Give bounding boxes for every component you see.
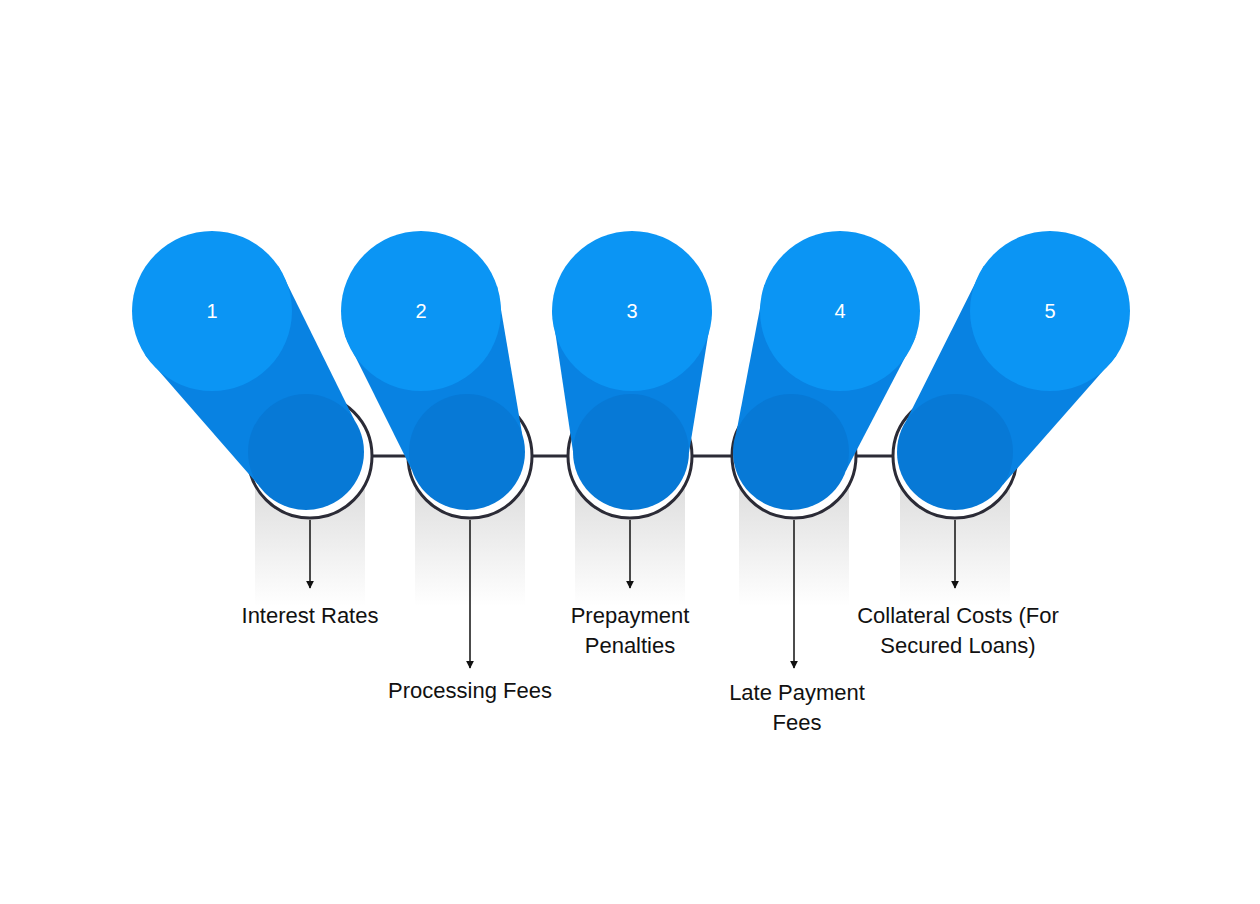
callout-number: 4 bbox=[834, 300, 845, 323]
leader-arrow bbox=[954, 520, 956, 588]
link-wire bbox=[532, 455, 568, 458]
cylinder-cap: 5 bbox=[970, 231, 1130, 391]
cylinder-cap: 2 bbox=[341, 231, 501, 391]
cylinder-end bbox=[733, 394, 849, 510]
cost-label: Processing Fees bbox=[350, 676, 590, 706]
link-wire bbox=[856, 455, 893, 458]
base-ring bbox=[248, 394, 372, 518]
cylinder-end bbox=[248, 394, 364, 510]
callout-number: 2 bbox=[415, 300, 426, 323]
cost-label: Prepayment Penalties bbox=[550, 601, 710, 661]
callout-number: 3 bbox=[626, 300, 637, 323]
callout-number: 1 bbox=[206, 300, 217, 323]
cylinder-end bbox=[409, 394, 525, 510]
cylinder-end bbox=[897, 394, 1013, 510]
cost-label: Late Payment Fees bbox=[707, 678, 887, 738]
cylinder-end bbox=[573, 394, 689, 510]
leader-arrow bbox=[309, 520, 311, 588]
link-wire bbox=[372, 455, 408, 458]
link-wire bbox=[692, 455, 732, 458]
leader-arrow bbox=[793, 520, 795, 668]
cylinder-cap: 3 bbox=[552, 231, 712, 391]
cost-label: Interest Rates bbox=[200, 601, 420, 631]
callout-number: 5 bbox=[1044, 300, 1055, 323]
leader-arrow bbox=[469, 520, 471, 668]
cost-label: Collateral Costs (For Secured Loans) bbox=[833, 601, 1083, 661]
cylinder-cap: 4 bbox=[760, 231, 920, 391]
cylinder-cap: 1 bbox=[132, 231, 292, 391]
leader-arrow bbox=[629, 520, 631, 588]
